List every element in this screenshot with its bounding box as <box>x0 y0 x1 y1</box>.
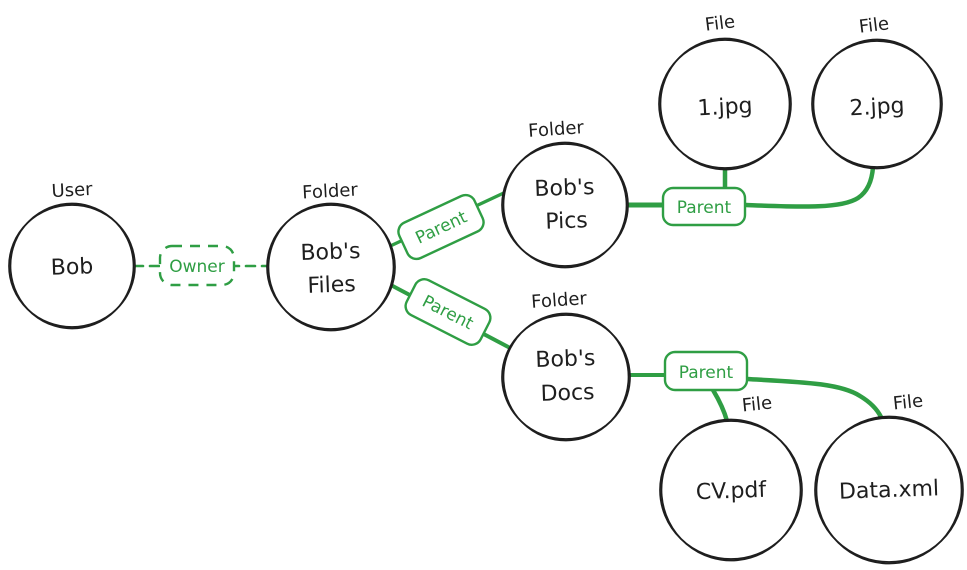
bobs-files-node-label-line2: Files <box>307 272 356 299</box>
node-bobs-pics <box>501 141 629 269</box>
cvpdf-node-label: CV.pdf <box>696 478 768 505</box>
bobs-pics-node-label-line2: Pics <box>545 208 588 234</box>
node-circles <box>8 37 964 565</box>
owner-label-box <box>158 244 236 287</box>
node-1jpg <box>658 37 792 171</box>
cvpdf-type-label: File <box>741 392 773 416</box>
node-bobs-files <box>266 202 396 332</box>
bobs-docs-node-label-line1: Bob's <box>535 346 596 373</box>
dataxml-node-label: Data.xml <box>839 476 940 504</box>
bobs-files-node-label-line1: Bob's <box>300 239 361 266</box>
node-dataxml <box>814 415 964 565</box>
edge-parentbox-to-dataxml <box>744 376 884 420</box>
bobs-files-type-label: Folder <box>302 180 359 204</box>
1jpg-node-label: 1.jpg <box>697 94 753 122</box>
node-cvpdf <box>659 418 803 562</box>
bobs-pics-node-label-line1: Bob's <box>534 175 595 202</box>
node-2jpg <box>811 38 943 170</box>
parent-edge-label-docs-children: Parent <box>679 363 734 383</box>
bob-type-label: User <box>51 179 94 202</box>
owner-edge-label: Owner <box>169 257 225 277</box>
parent-label-box-pics-children <box>661 186 747 227</box>
edge-label-boxes <box>158 186 749 392</box>
1jpg-type-label: File <box>704 11 736 36</box>
dataxml-type-label: File <box>892 390 924 414</box>
parent-label-box-files-pics <box>397 193 485 261</box>
edge-parentbox-to-2jpg <box>743 164 876 209</box>
parent-edge-label-pics-children: Parent <box>677 198 732 218</box>
parent-label-box-files-docs <box>404 278 492 346</box>
bobs-docs-node-label-line2: Docs <box>540 380 595 407</box>
2jpg-node-label: 2.jpg <box>849 94 905 122</box>
bob-node-label: Bob <box>50 254 93 280</box>
2jpg-type-label: File <box>858 13 890 38</box>
parent-label-box-docs-children <box>663 350 749 392</box>
bobs-pics-type-label: Folder <box>528 117 586 142</box>
node-texts: User Folder Folder Folder File File File… <box>50 11 939 505</box>
node-bob <box>8 202 136 330</box>
node-bobs-docs <box>501 312 631 442</box>
bobs-docs-type-label: Folder <box>531 288 589 313</box>
edge-parentbox-to-cvpdf <box>710 387 730 424</box>
